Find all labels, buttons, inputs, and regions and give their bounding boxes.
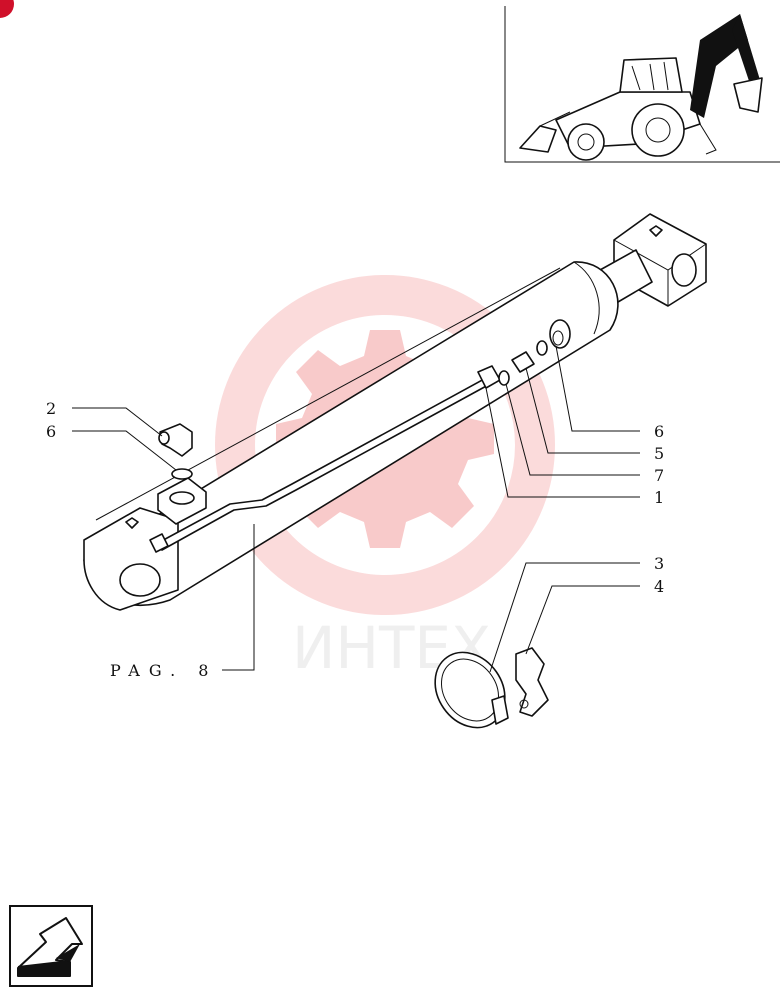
red-corner-badge-icon [0, 0, 14, 18]
leader-lines [72, 345, 640, 673]
machine-thumbnail [504, 6, 780, 163]
callout-7: 7 [654, 466, 664, 485]
callout-5: 5 [654, 444, 664, 463]
elbow-fitting [158, 423, 193, 480]
next-page-arrow-icon [17, 917, 83, 977]
callout-2: 2 [46, 399, 56, 418]
callout-3: 3 [654, 554, 664, 573]
callout-6-left: 6 [46, 422, 56, 441]
backhoe-loader-icon [519, 14, 763, 161]
hydraulic-cylinder [83, 213, 707, 611]
next-page-button[interactable] [9, 905, 93, 987]
callout-6-right: 6 [654, 422, 664, 441]
page-reference: PAG. 8 [110, 661, 217, 680]
clamp-bracket [515, 647, 549, 717]
hose-clamp [434, 651, 509, 729]
callout-4: 4 [654, 577, 664, 596]
callout-1: 1 [654, 488, 664, 507]
